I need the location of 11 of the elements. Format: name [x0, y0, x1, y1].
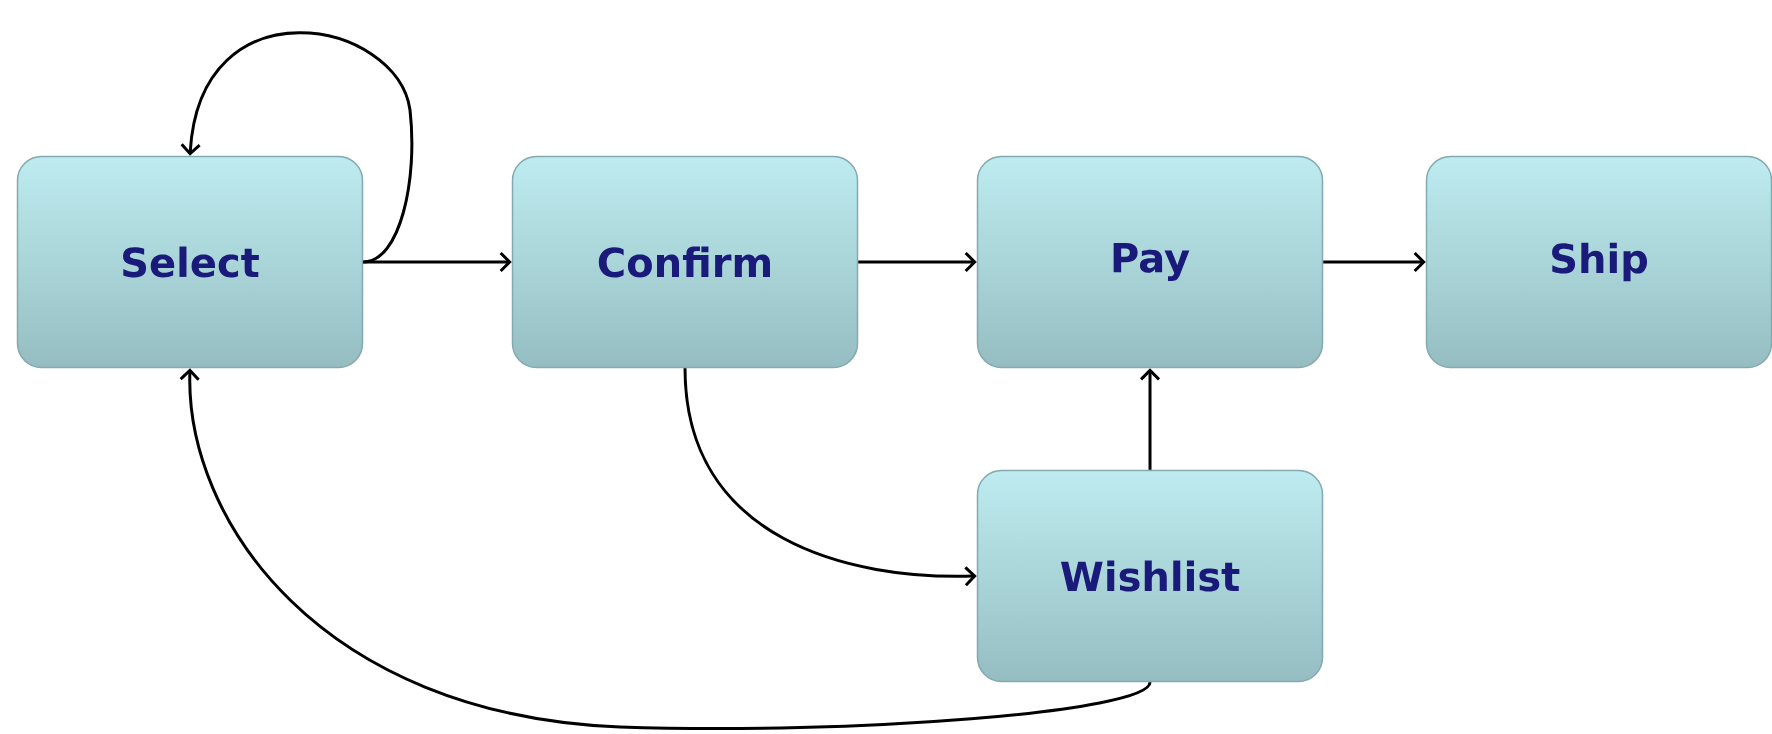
process-box: Confirm	[511, 155, 859, 369]
arrow	[1323, 251, 1426, 273]
process-box: Ship	[1425, 155, 1772, 369]
arrow	[363, 251, 512, 273]
arrow	[1139, 368, 1161, 470]
arrow	[858, 251, 977, 273]
process-box: Wishlist	[976, 469, 1324, 683]
process-box: Select	[16, 155, 364, 369]
process-box: Pay	[976, 155, 1324, 369]
arrow	[179, 368, 1152, 730]
arrow	[683, 368, 977, 587]
